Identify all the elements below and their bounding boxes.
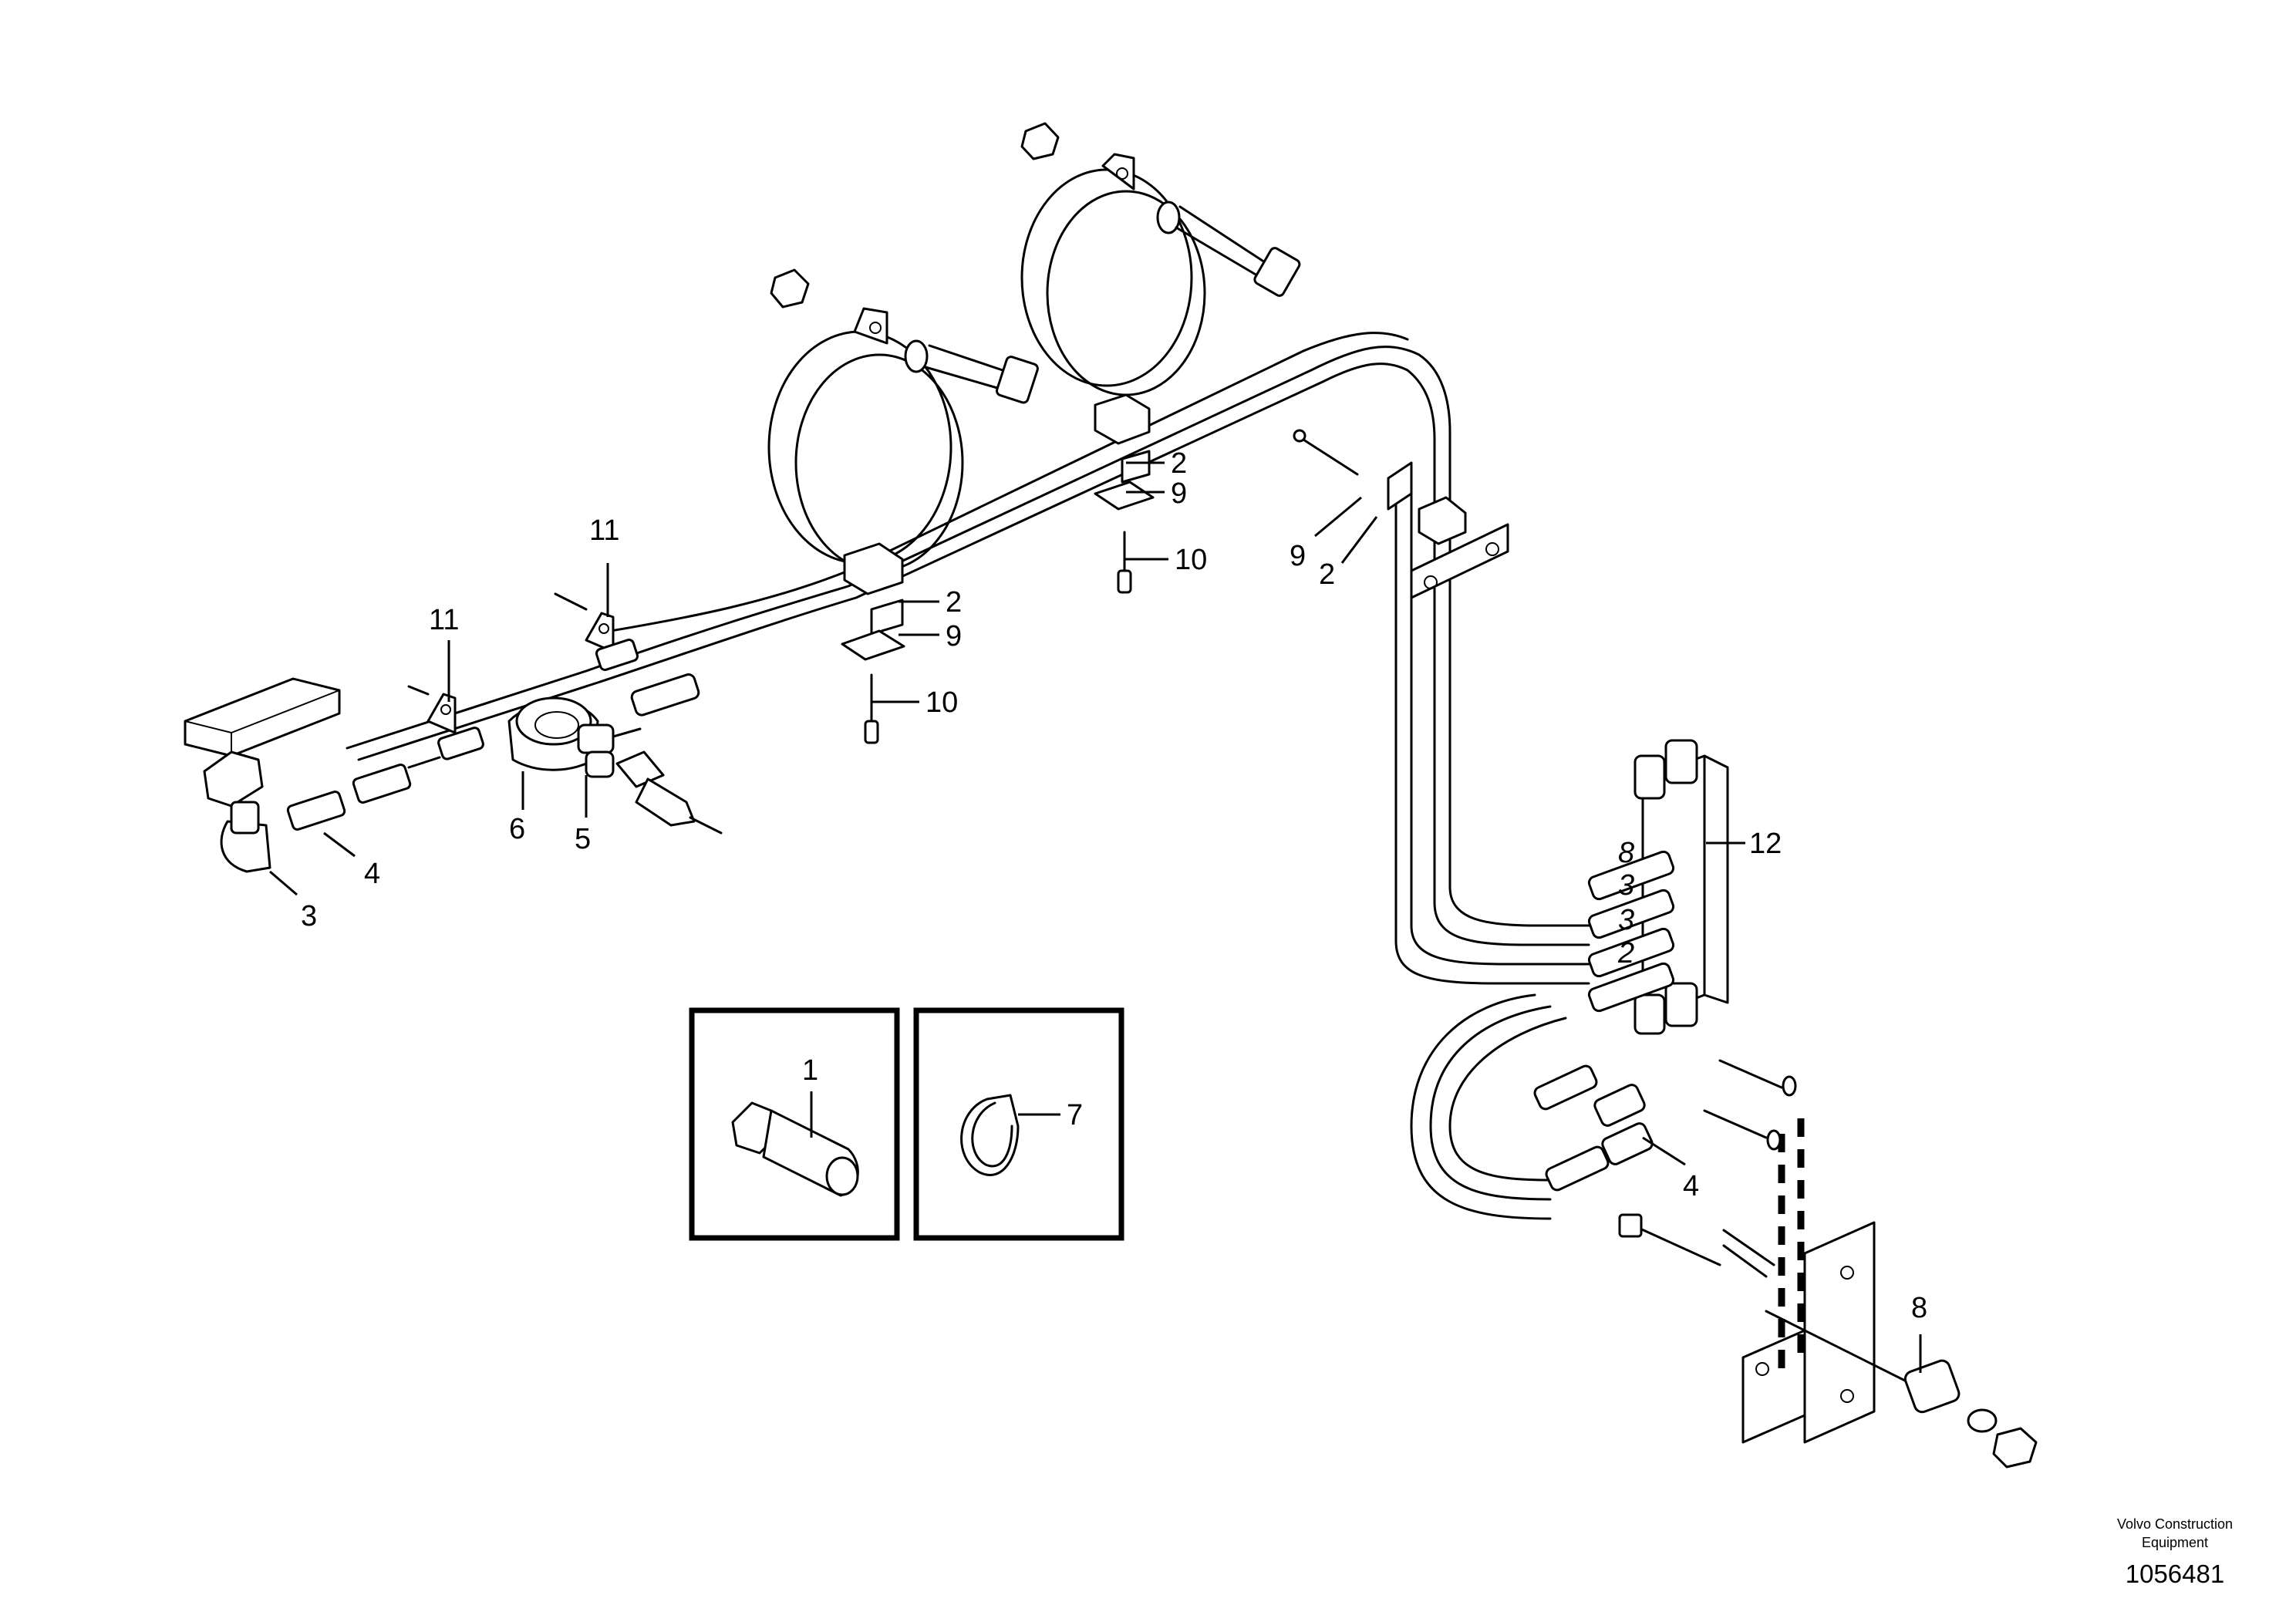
hose-routing [346, 332, 1590, 1220]
label-part-2: 2 [1171, 447, 1187, 480]
label-part-12: 12 [1749, 828, 1782, 860]
protective-sleeve [507, 696, 599, 771]
strap-bolt-right [1020, 122, 1301, 297]
leader-lines [269, 461, 1922, 1373]
hose-markings: 8 3 3 2 [1617, 837, 1634, 969]
hose-clip-a [426, 693, 484, 760]
clamp-block-upper [1094, 393, 1155, 594]
label-part-3: 3 [301, 900, 317, 932]
label-part-5: 5 [575, 823, 591, 855]
tank-strap-right [1020, 153, 1206, 396]
grease-nipple-pad [184, 677, 341, 757]
label-part-2: 2 [1319, 558, 1335, 591]
elbow-fitting [203, 750, 271, 873]
strap-bolt-left [770, 268, 1039, 404]
label-part-4: 4 [1683, 1170, 1699, 1202]
hose-fittings [1587, 850, 1675, 1013]
label-part-7: 7 [1067, 1099, 1083, 1131]
distribution-block [1587, 739, 1729, 1035]
tee-fitting [577, 723, 642, 778]
bracket-bolts [1618, 1059, 1797, 1266]
label-part-11: 11 [429, 604, 459, 636]
label-part-4: 4 [364, 858, 380, 890]
hose-marking: 2 [1617, 937, 1634, 969]
label-part-2: 2 [946, 586, 962, 619]
label-part-8: 8 [1911, 1292, 1927, 1324]
hose-end-fitting [615, 673, 723, 835]
label-part-10: 10 [925, 686, 958, 719]
document-number: 1056481 [2126, 1560, 2224, 1588]
footer: Volvo Construction Equipment 1056481 [2117, 1516, 2233, 1588]
clamp-block-middle [841, 542, 905, 744]
label-part-1: 1 [802, 1054, 818, 1087]
part-labels: 2 9 10 2 9 10 9 2 11 11 3 4 6 5 12 4 8 1… [301, 447, 1927, 1324]
inset-box-part-1 [689, 1007, 900, 1241]
label-part-9: 9 [946, 620, 962, 653]
hose-marking: 8 [1618, 837, 1634, 869]
company-name-line-2: Equipment [2142, 1535, 2208, 1550]
label-part-6: 6 [509, 813, 525, 845]
clamp-block-vertical [1293, 429, 1509, 599]
label-part-9: 9 [1171, 477, 1187, 510]
straight-fitting [286, 756, 441, 831]
inset-box-part-7 [913, 1007, 1124, 1241]
label-part-11: 11 [589, 514, 619, 547]
label-part-9: 9 [1290, 540, 1306, 572]
bracket-plate [1722, 1118, 1907, 1444]
hose-clip-b [407, 592, 639, 696]
hose-marking: 3 [1618, 869, 1634, 902]
hose-end-fittings-lower [1533, 1064, 1654, 1192]
spacer-nut-washer [1903, 1359, 2038, 1469]
hose-marking: 3 [1618, 904, 1634, 936]
label-part-10: 10 [1175, 544, 1207, 576]
company-name-line-1: Volvo Construction [2117, 1516, 2233, 1532]
